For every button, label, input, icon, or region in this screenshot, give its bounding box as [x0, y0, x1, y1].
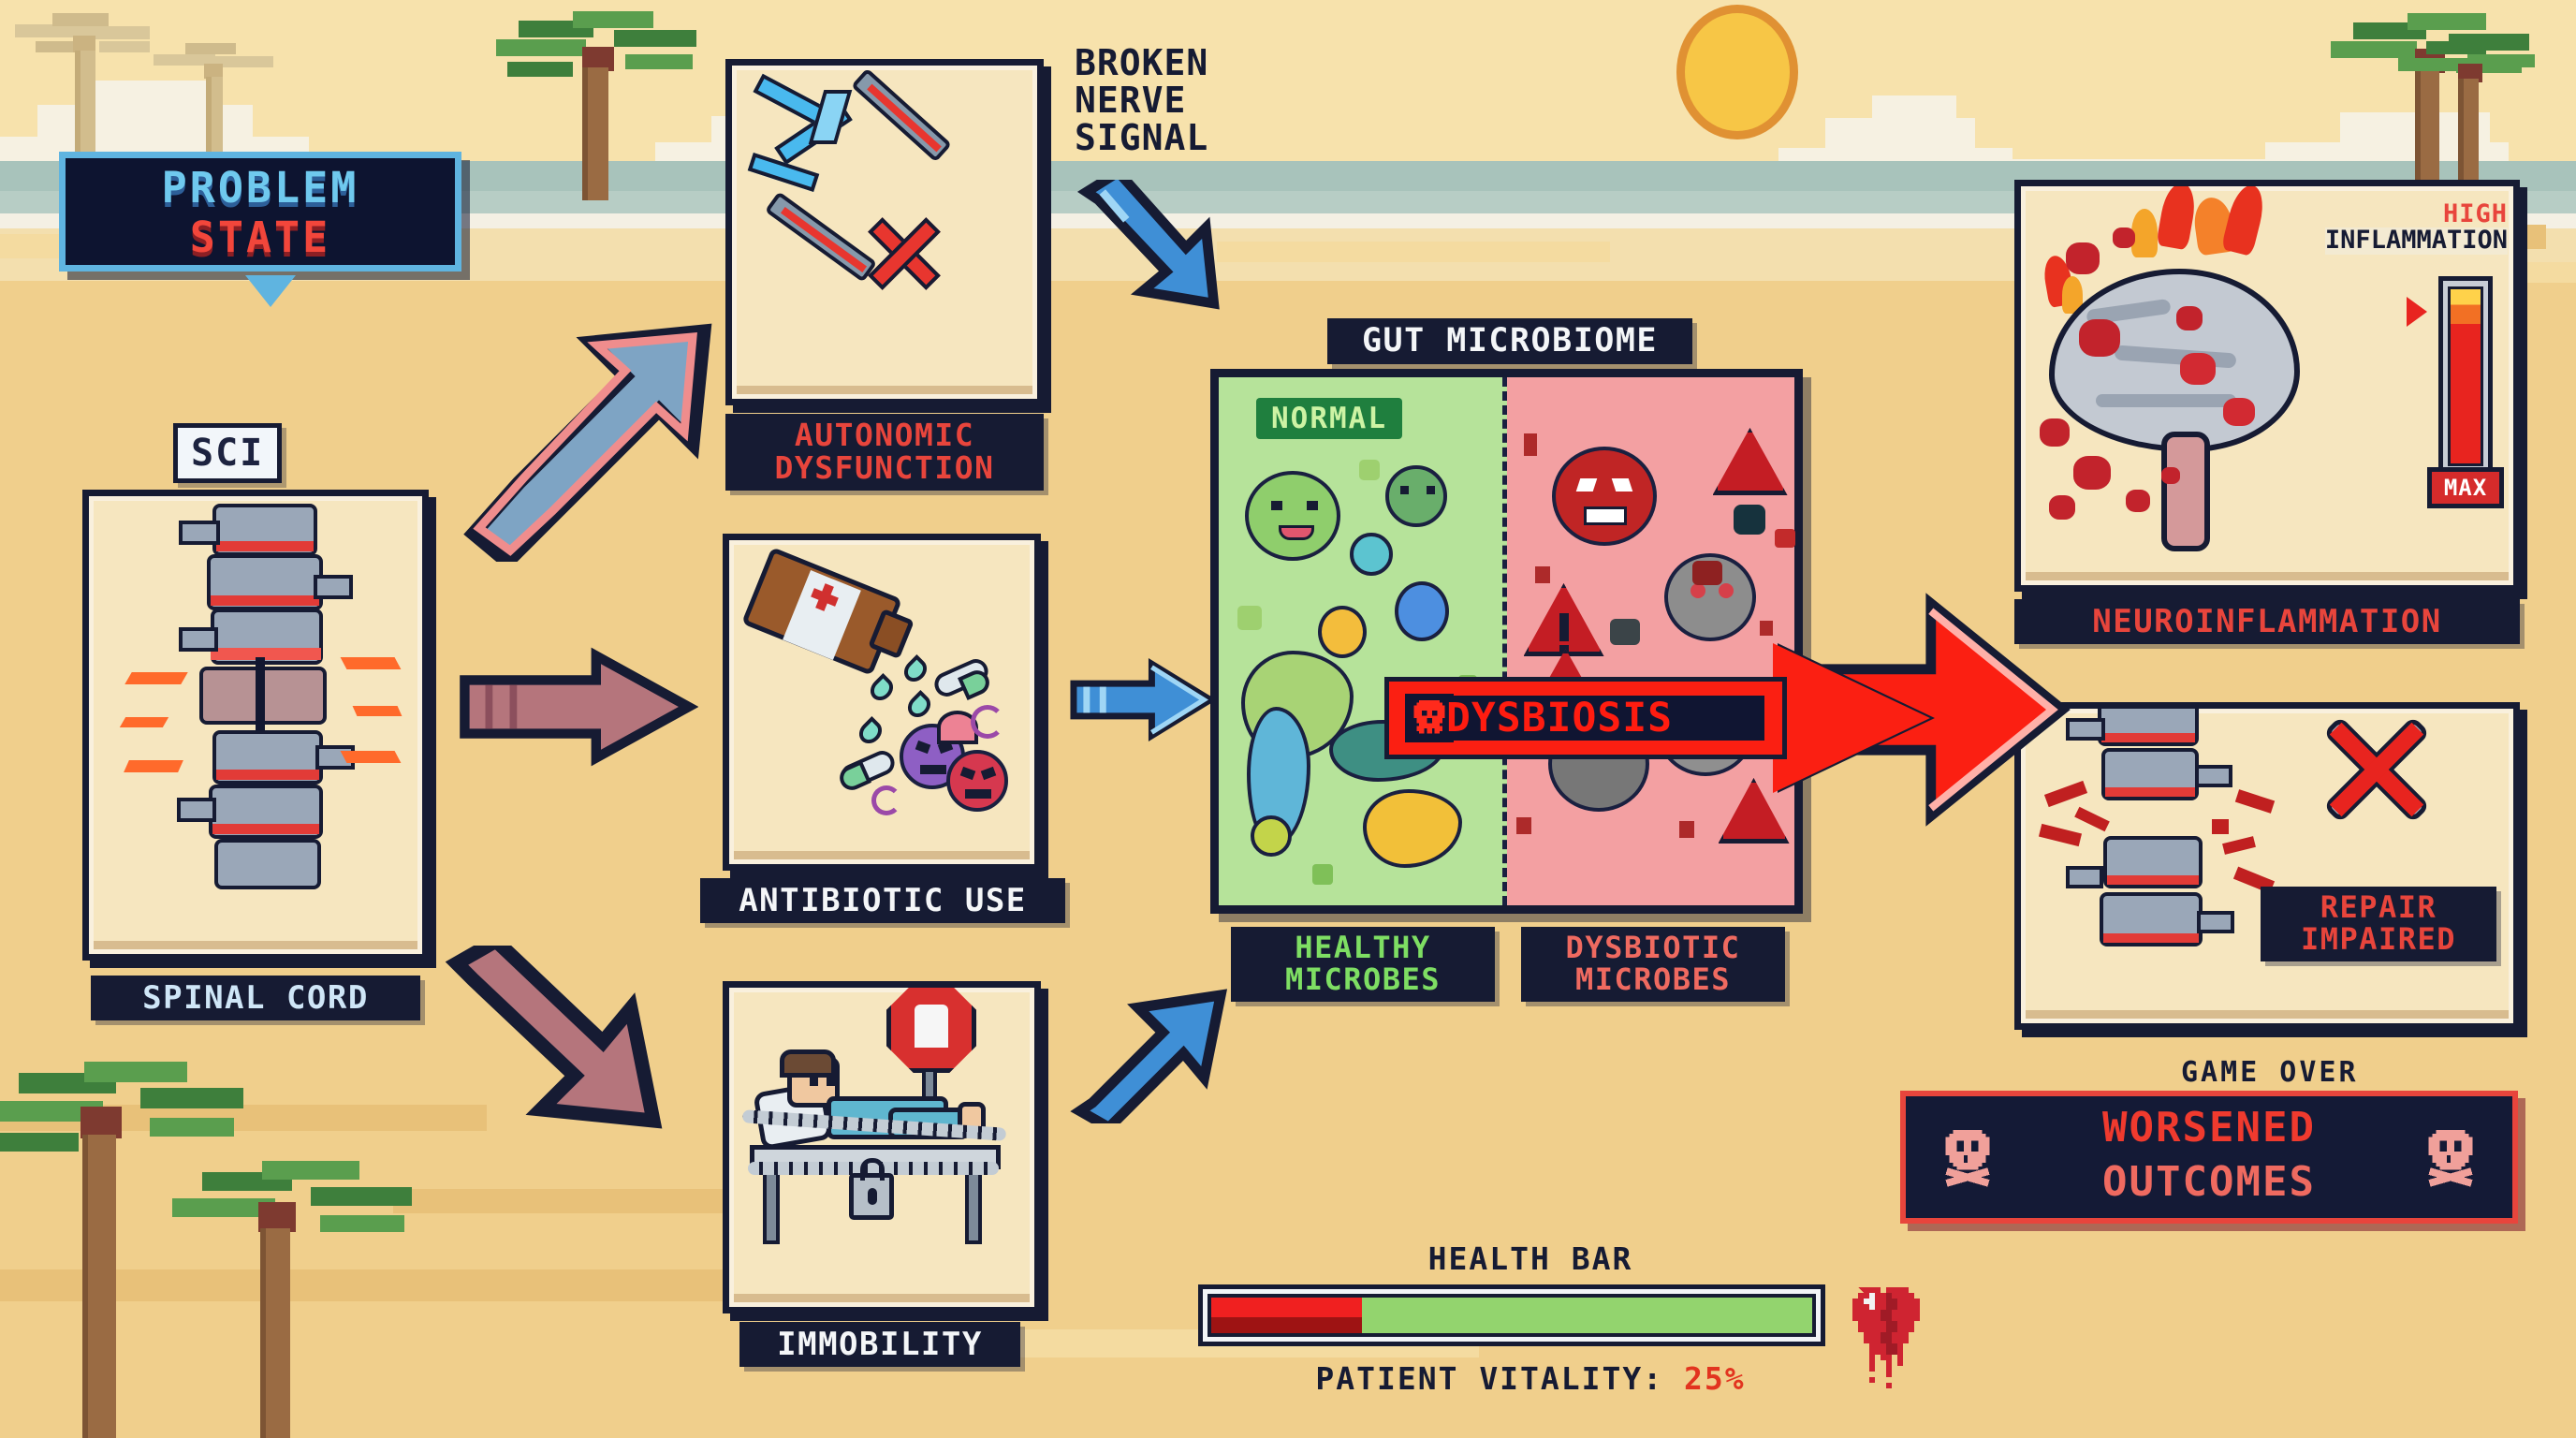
normal-badge: NORMAL — [1256, 398, 1402, 439]
microbe — [1251, 815, 1292, 857]
skull-crossbones-icon — [1938, 1126, 1998, 1192]
arrow-to-autonomic — [457, 309, 738, 562]
inflammation-gauge — [2438, 276, 2493, 477]
gauge-max-badge: MAX — [2427, 467, 2504, 508]
gauge-fill — [2448, 286, 2483, 466]
microbe — [1318, 606, 1367, 658]
burning-brain-icon: HIGH INFLAMMATION MAX — [2021, 186, 2513, 585]
skull-crossbones-icon — [2421, 1126, 2481, 1192]
autonomic-dysfunction-caption: AUTONOMIC DYSFUNCTION — [725, 414, 1044, 491]
healthy-microbes-caption: HEALTHY MICROBES — [1231, 927, 1495, 1002]
game-over-label: GAME OVER — [2181, 1056, 2359, 1089]
health-bar-green-fill — [1361, 1298, 1812, 1333]
patient-in-bed-icon — [729, 988, 1034, 1307]
patient-vitality: PATIENT VITALITY: 25% — [1203, 1360, 1858, 1397]
arrow-head — [1773, 643, 1930, 793]
worsened-line-2: OUTCOMES — [2102, 1158, 2316, 1206]
dysbiotic-microbes-caption: DYSBIOTIC MICROBES — [1521, 927, 1785, 1002]
microbe — [1395, 581, 1449, 641]
broken-heart-icon — [1841, 1276, 1931, 1392]
repair-impaired-card: REPAIR IMPAIRED — [2014, 702, 2520, 1030]
title-line-1: PROBLEM — [161, 163, 359, 213]
pill-bottle-icon — [729, 540, 1034, 864]
patient-vitality-label: PATIENT VITALITY: — [1315, 1360, 1664, 1397]
microbe — [1245, 471, 1340, 561]
gut-normal-half: NORMAL — [1219, 377, 1507, 905]
inflammation-word: INFLAMMATION — [2324, 226, 2508, 256]
spinal-cord-caption: SPINAL CORD — [91, 976, 420, 1021]
sky — [0, 0, 2576, 167]
broken-nerve-icon — [732, 66, 1037, 399]
arrow-immobility-to-gut — [1067, 946, 1254, 1123]
label-plate — [1401, 692, 1768, 744]
biohazard-warning-icon — [1712, 428, 1788, 495]
immobility-caption: IMMOBILITY — [739, 1322, 1020, 1368]
neuroinflammation-caption: NEUROINFLAMMATION — [2014, 599, 2520, 645]
title-line-2: STATE — [189, 213, 331, 262]
autonomic-dysfunction-card — [725, 59, 1044, 405]
antibiotic-use-caption: ANTIBIOTIC USE — [700, 878, 1065, 924]
patient-vitality-value: 25% — [1684, 1360, 1746, 1397]
repair-impaired-badge: REPAIR IMPAIRED — [2261, 887, 2496, 961]
arrow-to-immobility — [440, 946, 721, 1189]
arrow-antibiotic-to-gut — [1067, 646, 1217, 754]
microbe — [1385, 465, 1447, 527]
microbe — [1363, 789, 1462, 868]
dysbiotic-microbe — [1551, 447, 1657, 546]
broken-nerve-signal-annotation: BROKEN NERVE SIGNAL — [1075, 42, 1209, 158]
gauge-pointer-icon — [2407, 297, 2427, 327]
immobility-card — [723, 981, 1041, 1313]
antibiotic-use-card — [723, 534, 1041, 871]
neuroinflammation-card: HIGH INFLAMMATION MAX — [2014, 180, 2520, 592]
inflammation-label: HIGH INFLAMMATION — [2324, 199, 2508, 256]
gut-microbiome-panel: NORMAL — [1210, 369, 1803, 914]
worsened-outcomes-banner: WORSENED OUTCOMES — [1900, 1091, 2518, 1224]
gut-dysbiotic-half — [1506, 377, 1795, 905]
sci-tag: SCI — [173, 423, 283, 483]
inflammation-level: HIGH — [2442, 199, 2508, 228]
dysbiosis-arrow-banner: DYSBIOSIS — [1384, 643, 1930, 793]
broken-spine-icon — [2021, 709, 2513, 1023]
microbe — [1350, 533, 1393, 576]
spinal-cord-card — [82, 490, 429, 961]
speech-tail — [245, 275, 296, 307]
gut-microbiome-header: GUT MICROBIOME — [1327, 318, 1692, 365]
sun-icon — [1685, 13, 1790, 131]
skull-icon — [1405, 694, 1454, 742]
worsened-line-1: WORSENED — [2102, 1104, 2316, 1152]
health-bar-track — [1203, 1289, 1821, 1342]
health-bar-title: HEALTH BAR — [1427, 1240, 1633, 1277]
arrow-autonomic-to-gut — [1075, 180, 1234, 330]
dysbiosis-label: DYSBIOSIS — [1446, 695, 1673, 741]
page-title: PROBLEM STATE — [59, 152, 461, 307]
arrow-to-antibiotic — [455, 646, 698, 768]
spine-icon — [89, 496, 422, 954]
health-bar-group: HEALTH BAR PATIENT VITALITY: 25% — [1203, 1240, 1920, 1428]
health-bar-red-fill — [1211, 1298, 1362, 1333]
